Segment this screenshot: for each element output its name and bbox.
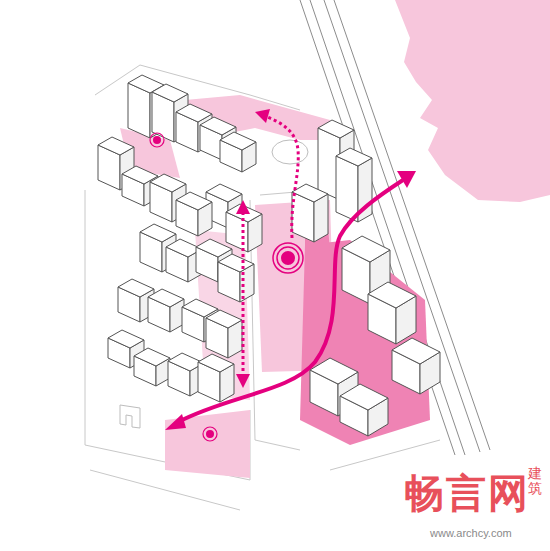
route-lines [178, 116, 403, 422]
building-face [176, 104, 212, 122]
building-face [150, 174, 186, 192]
building-face [200, 117, 236, 135]
building-face [140, 224, 176, 242]
dotted-route [265, 116, 298, 238]
building-face [336, 156, 358, 222]
main-route [178, 180, 403, 422]
pink-ground [120, 95, 430, 478]
arrowheads [165, 109, 416, 430]
node-circles [150, 133, 303, 441]
building-face [198, 354, 234, 372]
building-face [134, 348, 170, 366]
watermark-url: www.archcy.com [430, 527, 512, 539]
building-face [292, 184, 328, 202]
building-face [342, 236, 390, 262]
building-face [206, 310, 242, 328]
building-face [148, 289, 184, 307]
building-face [196, 239, 232, 257]
building-face [368, 282, 416, 308]
building-face [152, 84, 188, 102]
building-face [340, 384, 388, 410]
building-face [220, 132, 256, 150]
watermark-vertical: 建筑 [528, 466, 542, 497]
building-face [392, 338, 440, 364]
building-face [206, 184, 242, 202]
building-face [318, 120, 354, 138]
building-face [336, 148, 372, 166]
building-face [176, 192, 212, 210]
site-outline [85, 65, 440, 510]
building-face [218, 254, 254, 272]
building-face [118, 279, 154, 297]
building-face [98, 137, 134, 155]
small-building-outline [120, 405, 140, 428]
railway [300, 0, 490, 455]
building-group [98, 75, 440, 436]
watermark-logo: 畅言网 [404, 466, 530, 521]
green-area [395, 0, 550, 202]
building-face [108, 330, 144, 348]
round-plaza [272, 140, 308, 164]
dotted-axis [242, 212, 245, 376]
